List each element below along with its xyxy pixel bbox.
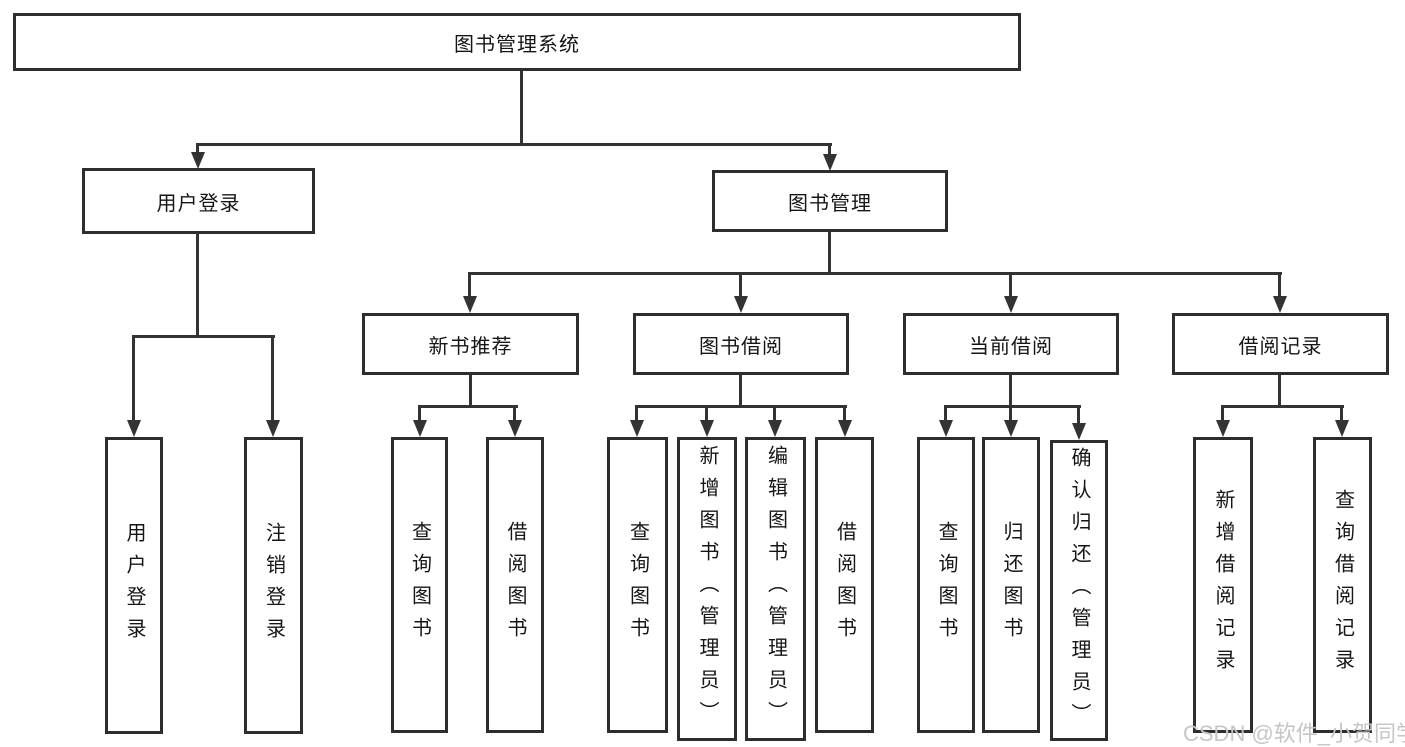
arrow-to-borrow-record bbox=[1273, 272, 1287, 313]
connector-root-distributor bbox=[196, 143, 832, 146]
arrow-to-book-borrow bbox=[734, 272, 748, 313]
leaf-borrow-book-2: 借阅图书 bbox=[815, 437, 874, 733]
arrow-new-rec-leaf-1 bbox=[413, 405, 427, 437]
node-root-label: 图书管理系统 bbox=[454, 33, 580, 56]
connector-book-mgmt-trunk bbox=[828, 232, 831, 275]
leaf-query-book-2: 查询图书 bbox=[607, 437, 668, 733]
connector-borrow-record-distributor bbox=[1221, 405, 1344, 408]
arrow-to-new-book-recommend bbox=[463, 272, 477, 313]
node-book-management-label: 图书管理 bbox=[788, 192, 872, 215]
connector-book-mgmt-distributor bbox=[468, 272, 1282, 275]
connector-borrow-record-trunk bbox=[1278, 375, 1281, 408]
arrow-new-rec-leaf-2 bbox=[508, 405, 522, 437]
leaf-add-borrow-record: 新增借阅记录 bbox=[1193, 437, 1253, 733]
connector-new-rec-trunk bbox=[469, 375, 472, 408]
leaf-user-login: 用户登录 bbox=[105, 437, 163, 734]
arrow-book-borrow-leaf-3 bbox=[768, 405, 782, 437]
leaf-borrow-book-1: 借阅图书 bbox=[486, 437, 544, 733]
connector-user-login-trunk bbox=[196, 233, 199, 338]
node-book-management: 图书管理 bbox=[712, 170, 948, 232]
node-borrow-record-label: 借阅记录 bbox=[1238, 335, 1323, 358]
connector-book-borrow-distributor bbox=[635, 405, 847, 408]
node-book-borrow: 图书借阅 bbox=[633, 313, 849, 375]
node-book-borrow-label: 图书借阅 bbox=[699, 335, 783, 358]
node-user-login: 用户登录 bbox=[82, 168, 315, 234]
leaf-confirm-return-admin: 确认归还（管理员） bbox=[1050, 440, 1108, 741]
leaf-logout: 注销登录 bbox=[244, 437, 303, 734]
leaf-edit-book-admin: 编辑图书（管理员） bbox=[745, 437, 806, 741]
arrow-to-leaf-user-login bbox=[127, 335, 141, 437]
connector-current-borrow-distributor bbox=[944, 405, 1081, 408]
arrow-to-leaf-logout bbox=[266, 335, 280, 437]
connector-user-login-distributor bbox=[132, 335, 275, 338]
arrow-borrow-record-leaf-1 bbox=[1216, 405, 1230, 437]
arrow-borrow-record-leaf-2 bbox=[1335, 405, 1349, 437]
arrow-book-borrow-leaf-1 bbox=[630, 405, 644, 437]
leaf-query-book-3: 查询图书 bbox=[917, 437, 975, 733]
node-current-borrow-label: 当前借阅 bbox=[969, 335, 1053, 358]
leaf-return-book: 归还图书 bbox=[982, 437, 1040, 733]
watermark-text: CSDN @软件_小贺同学 bbox=[1183, 721, 1405, 746]
arrow-current-borrow-leaf-3 bbox=[1072, 405, 1086, 440]
arrow-book-borrow-leaf-2 bbox=[700, 405, 714, 437]
arrow-to-current-borrow bbox=[1004, 272, 1018, 313]
arrow-to-book-management bbox=[823, 143, 837, 171]
node-new-book-recommend-label: 新书推荐 bbox=[428, 335, 513, 358]
arrow-book-borrow-leaf-4 bbox=[838, 405, 852, 437]
leaf-add-book-admin: 新增图书（管理员） bbox=[677, 437, 737, 741]
node-borrow-record: 借阅记录 bbox=[1172, 313, 1389, 375]
connector-current-borrow-trunk bbox=[1009, 375, 1012, 408]
arrow-current-borrow-leaf-1 bbox=[939, 405, 953, 437]
connector-root-trunk bbox=[520, 71, 523, 145]
connector-new-rec-distributor bbox=[418, 405, 518, 408]
node-new-book-recommend: 新书推荐 bbox=[362, 313, 579, 375]
node-root: 图书管理系统 bbox=[13, 13, 1021, 71]
connector-book-borrow-trunk bbox=[739, 375, 742, 408]
leaf-query-borrow-record: 查询借阅记录 bbox=[1313, 437, 1372, 733]
leaf-query-book-1: 查询图书 bbox=[391, 437, 448, 733]
node-user-login-label: 用户登录 bbox=[156, 192, 241, 215]
node-current-borrow: 当前借阅 bbox=[903, 313, 1119, 375]
arrow-to-user-login bbox=[191, 143, 205, 169]
arrow-current-borrow-leaf-2 bbox=[1004, 405, 1018, 437]
